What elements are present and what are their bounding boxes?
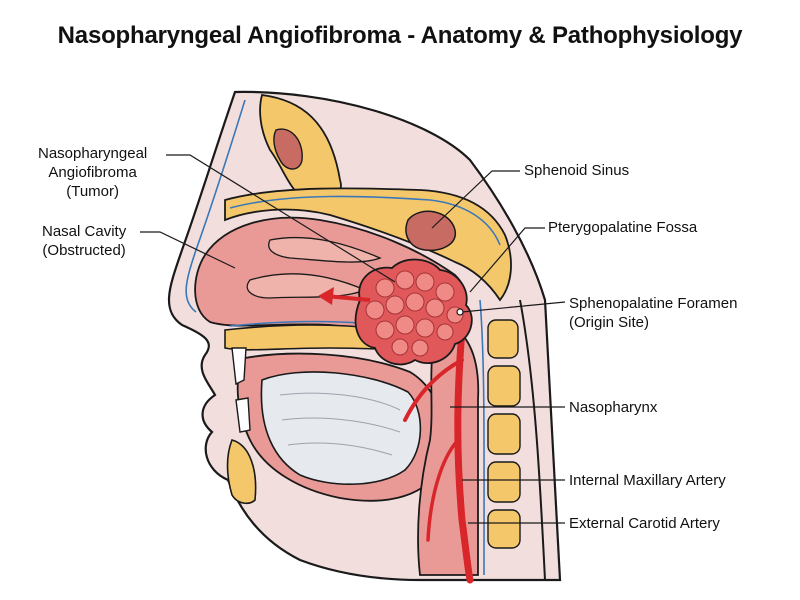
tongue-lines bbox=[279, 392, 401, 456]
lower-teeth bbox=[235, 397, 251, 433]
leader-nasal-cavity bbox=[140, 231, 236, 269]
artery-branch bbox=[426, 438, 460, 542]
label-tumor-line1: Nasopharyngeal bbox=[38, 145, 148, 162]
label-external-carotid-artery: External Carotid Artery bbox=[569, 515, 720, 532]
skin-inner-line bbox=[185, 99, 246, 313]
label-foramen-line1: Sphenopalatine Foramen bbox=[569, 295, 738, 312]
label-tumor-line3: (Tumor) bbox=[66, 183, 120, 200]
leader-tumor bbox=[166, 154, 396, 283]
label-nasal-cavity: Nasal Cavity (Obstructed) bbox=[42, 222, 126, 260]
label-sphenoid-sinus: Sphenoid Sinus bbox=[524, 162, 630, 179]
label-pterygopalatine-fossa: Pterygopalatine Fossa bbox=[548, 219, 698, 236]
spinal-blue-line bbox=[479, 299, 485, 576]
tongue bbox=[260, 371, 422, 485]
mandible bbox=[226, 439, 257, 505]
label-tumor-line2: Angiofibroma bbox=[48, 164, 137, 181]
label-nasopharynx: Nasopharynx bbox=[569, 399, 658, 416]
leader-pterygopalatine bbox=[469, 227, 545, 293]
growth-arrowhead bbox=[318, 287, 334, 305]
cervical-spine bbox=[487, 319, 521, 549]
label-nasal-cavity-line1: Nasal Cavity bbox=[42, 223, 127, 240]
leader-foramen bbox=[461, 301, 566, 313]
internal-maxillary-artery-vessel bbox=[403, 358, 464, 422]
upper-teeth bbox=[231, 347, 247, 386]
leader-lines bbox=[140, 154, 566, 524]
leader-sphenoid bbox=[431, 170, 520, 229]
label-foramen-line2: (Origin Site) bbox=[569, 314, 650, 331]
external-carotid-artery-vessel bbox=[454, 326, 474, 584]
label-sphenopalatine-foramen: Sphenopalatine Foramen (Origin Site) bbox=[569, 294, 737, 332]
foramen-marker bbox=[456, 308, 464, 316]
diagram-title: Nasopharyngeal Angiofibroma - Anatomy & … bbox=[57, 22, 743, 49]
label-nasal-cavity-line2: (Obstructed) bbox=[42, 242, 126, 259]
angiofibroma-tumor bbox=[354, 258, 473, 366]
sphenoid-sinus bbox=[405, 210, 456, 252]
skull-base-blue-line bbox=[229, 195, 501, 246]
label-internal-maxillary-artery: Internal Maxillary Artery bbox=[569, 472, 726, 489]
neck-back-outline bbox=[519, 299, 546, 581]
frontal-sinus bbox=[273, 128, 303, 170]
label-tumor: Nasopharyngeal Angiofibroma (Tumor) bbox=[38, 144, 147, 201]
